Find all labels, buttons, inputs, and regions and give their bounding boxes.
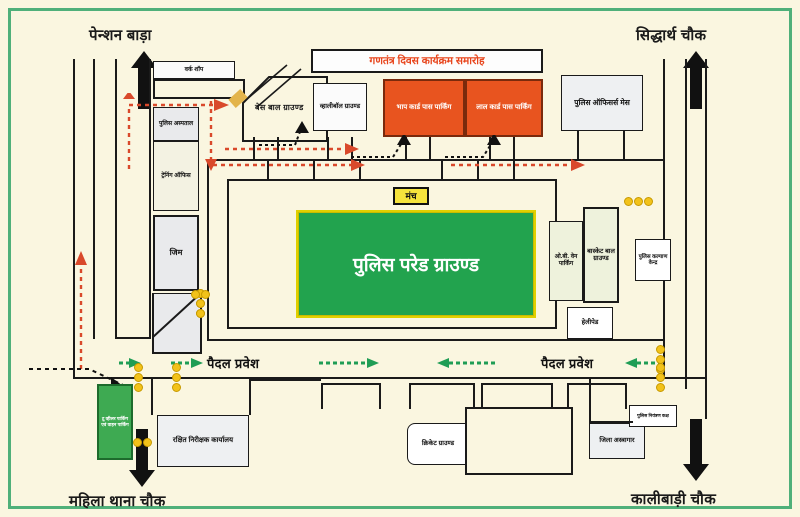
road-ring-left: [207, 159, 209, 341]
road-right-inner: [663, 59, 665, 379]
road-block-bottom-b: [409, 383, 475, 409]
arrow-down-kalibadi-chowk: [683, 419, 709, 481]
road-left-hook: [207, 269, 209, 339]
police-parade-ground[interactable]: पुलिस परेड ग्राउण्ड: [296, 210, 536, 318]
road-left-inner-b: [115, 59, 117, 339]
road-bottom-right-b: [589, 421, 633, 423]
building-workshop[interactable]: वर्क शॉप: [153, 61, 235, 79]
pedestrian-arrow-3: [437, 358, 497, 368]
arrow-down-mahila-thana-chowk: [129, 429, 155, 487]
road-workshop-right: [243, 79, 245, 99]
building-baseball-ground-label: बेस बाल ग्राउण्ड: [255, 103, 304, 112]
road-upper-stub-a: [253, 137, 255, 159]
road-ring-top-inner: [227, 179, 557, 181]
road-upper-stub-f: [429, 137, 431, 159]
pedestrian-entry-left-label: पैदल प्रवेश: [207, 356, 260, 371]
road-notch-b: [313, 161, 315, 181]
police-parade-ground-label: पुलिस परेड ग्राउण्ड: [298, 212, 534, 316]
parking-entry-arrow-left: [351, 135, 411, 158]
road-workshop-edge: [153, 79, 245, 81]
building-training-office[interactable]: ट्रेनिंग ऑफिस: [153, 141, 199, 211]
road-notch-f: [513, 161, 515, 181]
building-district-armoury[interactable]: जिला अस्त्रागार: [589, 423, 645, 459]
vehicle-route-left-up: [75, 251, 87, 369]
road-bottom-left-a: [151, 379, 153, 415]
barricade-pedestrian-left-b: [172, 363, 181, 393]
road-left-inner-c: [149, 59, 151, 339]
barricade-pedestrian-left-a: [134, 363, 143, 393]
road-notch-c: [359, 161, 361, 181]
parking-red-card-entry[interactable]: लाल कार्ड पास पार्किंग: [465, 79, 543, 137]
direction-label-kalibadi-chowk: कालीबाड़ी चौक: [631, 491, 717, 508]
road-left-stub-b: [115, 337, 151, 339]
building-basketball-ground[interactable]: बास्केट बाल ग्राउण्ड: [583, 207, 619, 303]
pedestrian-arrow-2: [319, 358, 379, 368]
barricade-ring-top-right: [624, 197, 654, 206]
road-upper-stub-e: [405, 137, 407, 159]
building-cricket-ground[interactable]: क्रिकेट ग्राउण्ड: [407, 423, 469, 465]
map-frame: पेन्शन बाड़ा सिद्धार्थ चौक महिला थाना चौ…: [8, 8, 792, 510]
plot-bottom-center: [465, 407, 573, 475]
direction-label-siddharth-chowk: सिद्धार्थ चौक: [636, 27, 707, 44]
road-mess-stub-b: [623, 131, 625, 161]
baseball-entry-arrow: [259, 121, 309, 146]
building-police-hospital[interactable]: पुलिस अस्पताल: [153, 107, 199, 141]
vehicle-route-top-corridor: [213, 159, 585, 171]
building-police-control-room[interactable]: पुलिस नियंत्रण कक्ष: [629, 405, 677, 427]
road-notch-a: [267, 161, 269, 181]
building-police-officers-mess[interactable]: पुलिस ऑफिसर्स मेस: [561, 75, 643, 131]
road-block-bottom-c: [481, 383, 553, 409]
barricade-ring-left-b: [191, 290, 211, 299]
road-right-mid: [685, 59, 687, 389]
vehicle-route-down-left: [205, 101, 217, 171]
road-block-bottom-a: [321, 383, 381, 409]
road-right-outer: [705, 59, 707, 419]
road-ring-left-inner: [227, 179, 229, 329]
road-bottom-right-a: [589, 379, 591, 423]
parcel-gym-south-outline: [152, 293, 202, 354]
road-workshop-left: [153, 79, 155, 99]
arrow-up-siddharth-chowk: [683, 51, 709, 109]
parking-red-card-pass[interactable]: भाप कार्ड पास पार्किंग: [383, 79, 465, 137]
road-pedestrian-corridor: [151, 377, 663, 379]
parking-two-wheeler[interactable]: टू व्हीलर पार्किंग एवं वाहन पार्किंग: [97, 384, 133, 460]
road-left-inner-a: [93, 59, 95, 339]
vehicle-route-upper-left: [123, 93, 229, 169]
road-ring-bottom: [207, 339, 663, 341]
road-right-bottom-connector: [665, 377, 707, 379]
barricade-right-b: [656, 363, 665, 393]
banner-republic-day: गणतंत्र दिवस कार्यक्रम समारोह: [311, 49, 543, 73]
building-police-welfare-center[interactable]: पुलिस कल्याण केन्द्र: [635, 239, 671, 281]
road-upper-stub-b: [277, 137, 279, 159]
road-notch-d: [441, 161, 443, 181]
building-volleyball-ground[interactable]: व्हालीबॉल ग्राउण्ड: [313, 83, 367, 131]
road-ring-top: [207, 159, 663, 161]
road-workshop-bottom: [153, 97, 245, 99]
pedestrian-entry-right-label: पैदल प्रवेश: [541, 356, 594, 371]
road-left-bottom-connector: [73, 377, 153, 379]
road-upper-stub-h: [513, 137, 515, 159]
building-helipad[interactable]: हेलीपेड: [567, 307, 613, 339]
road-bottom-left-b: [249, 379, 251, 415]
road-ring-bottom-inner: [227, 327, 557, 329]
direction-label-pension-bada: पेन्शन बाड़ा: [89, 27, 152, 44]
direction-label-mahila-thana-chowk: महिला थाना चौक: [69, 493, 166, 510]
pedestrian-arrow-4: [625, 358, 659, 368]
road-left-outer: [73, 59, 75, 379]
road-upper-stub-g: [489, 137, 491, 159]
parking-ob-van[interactable]: ओ.बी. वेन पार्किंग: [549, 221, 583, 301]
road-block-bottom-d: [567, 383, 627, 409]
road-notch-e: [477, 161, 479, 181]
building-gym[interactable]: जिम: [153, 215, 199, 291]
road-upper-stub-c: [327, 137, 329, 159]
road-bottom-left-c: [249, 379, 321, 381]
road-mess-stub-a: [577, 131, 579, 161]
vehicle-route-to-parking: [225, 143, 359, 155]
building-rakshit-nirikshak-office[interactable]: रक्षित निरीक्षक कार्यालय: [157, 415, 249, 467]
stage-manch[interactable]: मंच: [393, 187, 429, 205]
parking-entry-arrow-right: [445, 135, 501, 158]
